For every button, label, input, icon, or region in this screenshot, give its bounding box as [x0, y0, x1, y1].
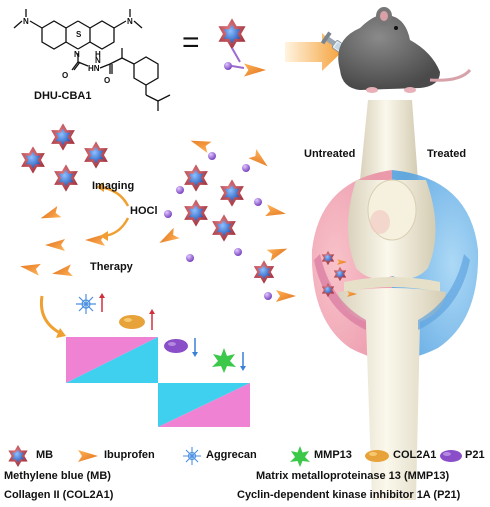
- legend-aggrecan-icon: [183, 447, 201, 465]
- svg-text:HN: HN: [88, 64, 100, 73]
- svg-text:O: O: [104, 76, 110, 85]
- definition-p21: Cyclin-dependent kinase inhibitor 1A (P2…: [237, 489, 461, 501]
- definition-mb: Methylene blue (MB): [4, 470, 111, 482]
- treated-label: Treated: [427, 148, 467, 160]
- injection-arrow: [285, 33, 342, 71]
- legend-mmp13-label: MMP13: [314, 449, 352, 461]
- imaging-label: Imaging: [92, 180, 135, 192]
- flow-arrow: [39, 295, 63, 336]
- equals-sign: =: [182, 26, 200, 59]
- conjugate-icon: [218, 18, 266, 77]
- mmp13-down-marker: [212, 348, 246, 373]
- svg-text:H: H: [95, 50, 101, 59]
- dhu-cba1-structure: [13, 9, 171, 111]
- svg-text:N: N: [74, 50, 80, 59]
- untreated-label: Untreated: [304, 148, 356, 160]
- svg-text:N: N: [127, 17, 133, 26]
- legend-ibuprofen-label: Ibuprofen: [104, 449, 155, 461]
- definition-col2a1: Collagen II (COL2A1): [4, 489, 114, 501]
- conjugate-cloud: [156, 134, 296, 302]
- svg-text:O: O: [62, 71, 68, 80]
- definition-mmp13: Matrix metalloproteinase 13 (MMP13): [256, 470, 450, 482]
- col2a1-up-marker: [119, 309, 155, 330]
- marker-bars: [66, 337, 250, 427]
- legend-mb-label: MB: [36, 449, 54, 461]
- p21-down-marker: [164, 338, 198, 357]
- svg-text:N: N: [23, 17, 29, 26]
- therapy-label: Therapy: [90, 261, 133, 273]
- legend-ibuprofen-icon: [78, 450, 98, 462]
- knee-joint: [311, 100, 479, 500]
- aggrecan-up-marker: [76, 293, 105, 314]
- legend-p21-icon: [440, 450, 462, 462]
- hocl-label: HOCl: [130, 205, 158, 217]
- svg-text:N: N: [95, 56, 101, 65]
- svg-text:S: S: [76, 30, 82, 39]
- legend-mmp13-icon: [290, 446, 310, 467]
- legend-mb-icon: [8, 444, 28, 468]
- mouse-icon: [338, 7, 472, 93]
- legend-col2a1-icon: [365, 450, 389, 462]
- legend-p21-label: P21: [465, 449, 485, 461]
- legend-aggrecan-label: Aggrecan: [206, 449, 257, 461]
- molecule-name: DHU-CBA1: [34, 90, 92, 102]
- legend-col2a1-label: COL2A1: [393, 449, 437, 461]
- structure-atoms: S N N N O HN O N H: [23, 17, 133, 85]
